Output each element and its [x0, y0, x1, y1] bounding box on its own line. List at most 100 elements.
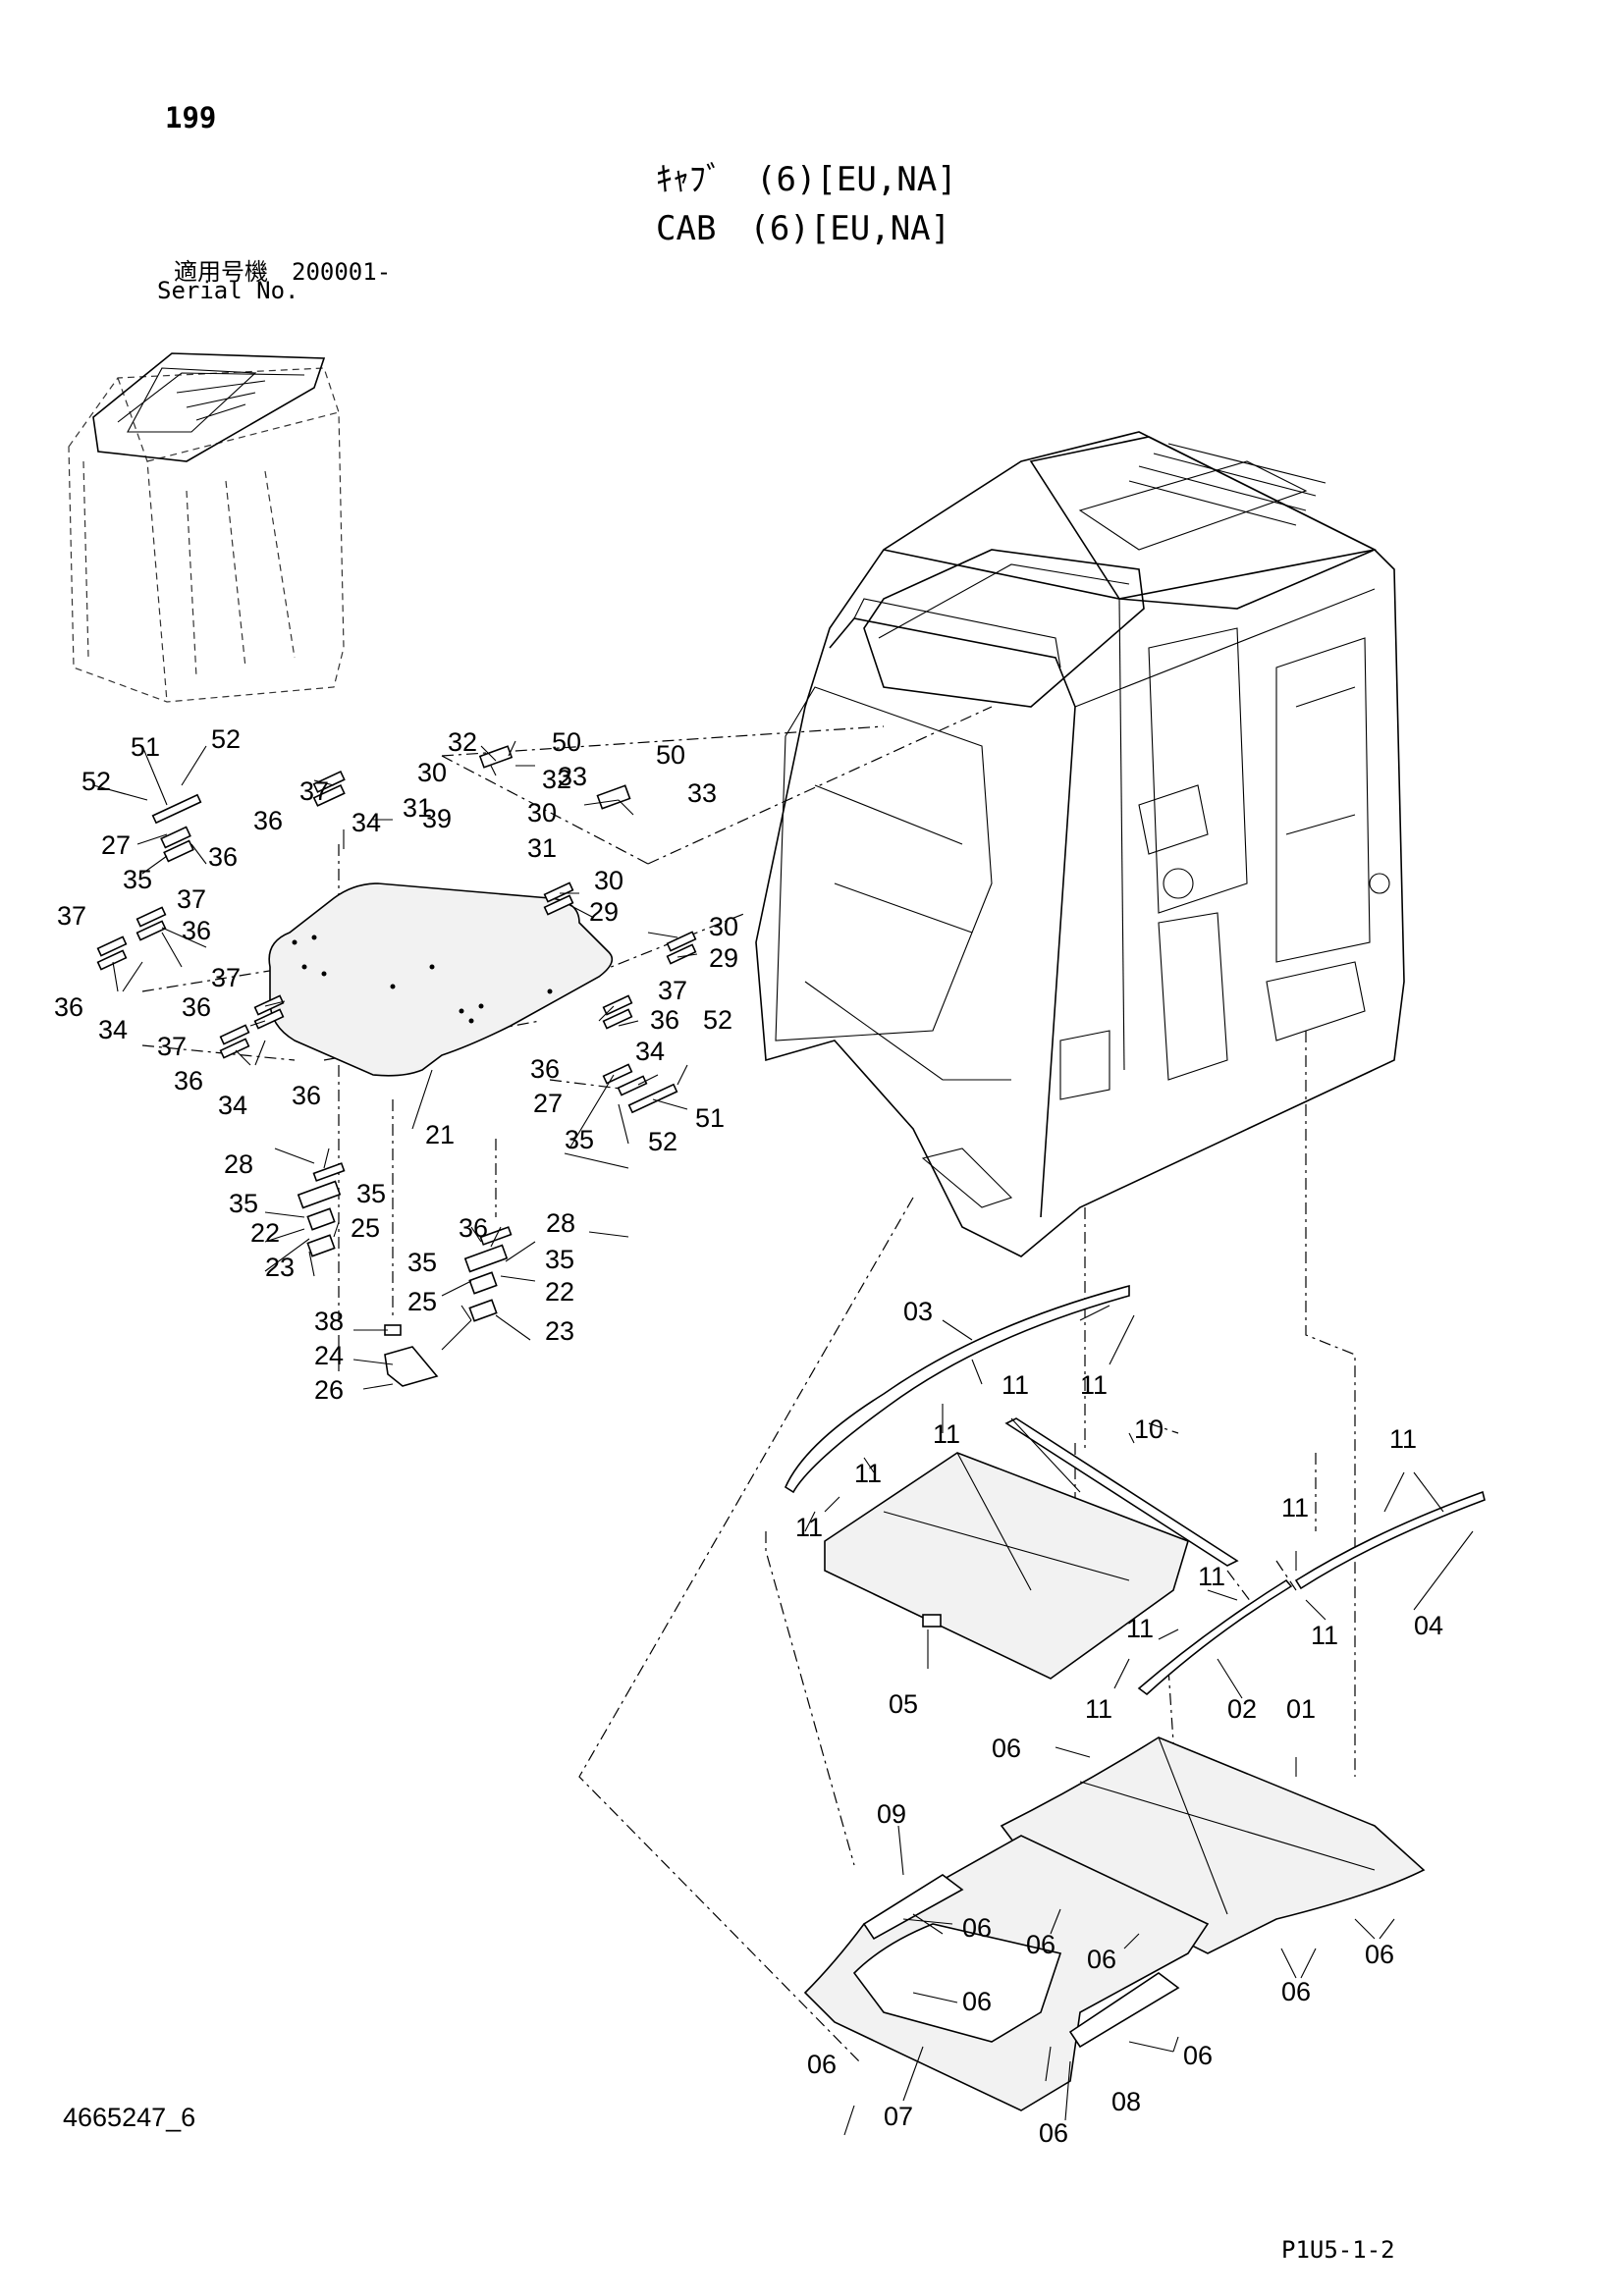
callout: 37: [157, 1032, 187, 1061]
callout: 36: [208, 842, 238, 872]
callout: 37: [211, 963, 241, 992]
callout: 06: [962, 1987, 992, 2016]
callout: 07: [884, 2102, 913, 2131]
callout: 36: [459, 1213, 488, 1243]
fastener-parts: [96, 745, 697, 1387]
callout: 01: [1286, 1694, 1316, 1724]
callout: 36: [292, 1081, 321, 1110]
callout: 36: [182, 916, 211, 945]
callout: 35: [407, 1248, 437, 1277]
callout: 31: [403, 793, 432, 823]
callout: 09: [877, 1799, 906, 1829]
callout: 52: [703, 1005, 732, 1035]
callout: 11: [1126, 1614, 1154, 1643]
callout: 35: [565, 1125, 594, 1154]
callout: 35: [545, 1245, 574, 1274]
callout: 06: [1039, 2118, 1068, 2148]
part-02-rail: [1137, 1578, 1293, 1696]
callout: 22: [545, 1277, 574, 1307]
callout: 36: [174, 1066, 203, 1095]
callout: 06: [1087, 1945, 1116, 1974]
callout: 29: [589, 897, 619, 927]
callout: 27: [101, 830, 131, 860]
callout: 52: [211, 724, 241, 754]
callout: 11: [1281, 1493, 1309, 1522]
callout: 31: [527, 833, 557, 863]
callout: 26: [314, 1375, 344, 1405]
page-title-japanese: ｷｬﾌﾞ (6)[EU,NA]: [656, 160, 957, 199]
callout: 11: [854, 1459, 882, 1488]
board-holes: [292, 934, 553, 1024]
callout: 23: [265, 1253, 295, 1282]
callout: 36: [530, 1054, 560, 1084]
callout: 28: [546, 1208, 575, 1238]
callout: 51: [695, 1103, 725, 1133]
callout: 06: [807, 2050, 837, 2079]
callout-labels: 32 50 30 33 31 51 52 52 50 32 33 30 31 3…: [54, 724, 1443, 2148]
callout: 32: [542, 765, 571, 794]
page-code: P1U5-1-2: [1281, 2236, 1395, 2264]
callout: 06: [1281, 1977, 1311, 2006]
callout: 28: [224, 1149, 253, 1179]
drawing-number: 4665247_6: [63, 2103, 196, 2132]
callout: 11: [1080, 1370, 1108, 1400]
callout: 50: [552, 727, 581, 757]
callout: 52: [648, 1127, 677, 1156]
callout: 34: [218, 1091, 247, 1120]
part-09-trim: [862, 1874, 964, 1941]
callout: 11: [1311, 1621, 1338, 1650]
callout: 34: [635, 1037, 665, 1066]
page-title-english: CAB (6)[EU,NA]: [656, 209, 951, 248]
callout: 11: [1085, 1694, 1112, 1724]
serial-label-english: Serial No.: [157, 277, 299, 304]
serial-label-japanese: 適用号機 200001-: [174, 258, 392, 286]
page-number: 199: [165, 101, 217, 134]
callout: 37: [658, 976, 687, 1005]
callout: 37: [177, 884, 206, 914]
cab-thumbnail: [68, 352, 345, 703]
callout: 04: [1414, 1611, 1443, 1640]
callout: 37: [57, 901, 86, 931]
callout: 11: [1001, 1370, 1029, 1400]
callout: 11: [933, 1419, 960, 1449]
callout: 39: [422, 804, 452, 833]
callout: 50: [656, 740, 685, 770]
callout: 34: [98, 1015, 128, 1044]
callout: 22: [250, 1218, 280, 1248]
callout: 25: [407, 1287, 437, 1316]
callout: 06: [1026, 1930, 1056, 1959]
roof-parts: [784, 1284, 1486, 2111]
callout: 10: [1134, 1415, 1164, 1444]
callout: 29: [709, 943, 738, 973]
callout: 36: [253, 806, 283, 835]
callout: 30: [417, 758, 447, 787]
callout: 06: [1183, 2041, 1213, 2070]
part-03-rail: [784, 1284, 1130, 1494]
part-21-board: [268, 882, 614, 1077]
callout: 38: [314, 1307, 344, 1336]
part-04-rail: [1294, 1490, 1486, 1590]
callout: 30: [527, 798, 557, 828]
callout: 11: [1198, 1562, 1225, 1591]
callout: 23: [545, 1316, 574, 1346]
callout: 06: [992, 1734, 1021, 1763]
callout: 35: [229, 1189, 258, 1218]
cab-frame: [755, 431, 1405, 1257]
callout: 33: [558, 762, 587, 791]
callout: 32: [448, 727, 477, 757]
callout: 11: [795, 1513, 823, 1542]
callout: 36: [650, 1005, 679, 1035]
callout: 11: [1389, 1424, 1417, 1454]
callout: 51: [131, 732, 160, 762]
callout: 35: [356, 1179, 386, 1208]
callout-leaders: [92, 740, 1474, 2136]
callout: 03: [903, 1297, 933, 1326]
callout: 06: [1365, 1940, 1394, 1969]
callout: 30: [594, 866, 623, 895]
callout: 27: [533, 1089, 563, 1118]
callout: 30: [709, 912, 738, 941]
callout: 35: [123, 865, 152, 894]
callout: 34: [352, 808, 381, 837]
callout: 21: [425, 1120, 455, 1149]
